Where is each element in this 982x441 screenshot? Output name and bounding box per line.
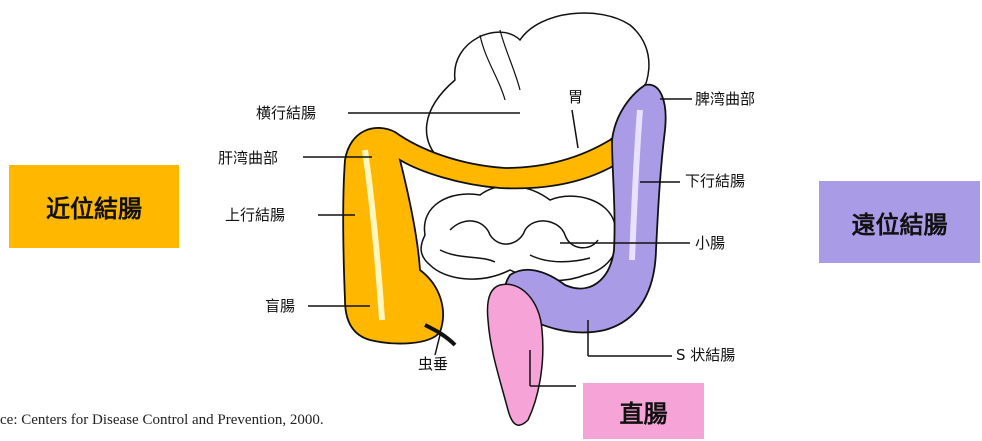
source-caption: ce: Centers for Disease Control and Prev… bbox=[0, 412, 324, 429]
distal-colon-box: 遠位結腸 bbox=[819, 181, 980, 263]
label-ascending-colon: 上行結腸 bbox=[225, 206, 285, 224]
label-hepatic-flexure: 肝湾曲部 bbox=[218, 149, 278, 167]
esophagus-outline bbox=[480, 30, 520, 100]
label-stomach: 胃 bbox=[568, 88, 583, 106]
label-sigmoid-colon: S 状結腸 bbox=[676, 346, 735, 364]
label-splenic-flexure: 脾湾曲部 bbox=[695, 90, 755, 108]
rectum-box: 直腸 bbox=[583, 383, 704, 439]
rectum-shape bbox=[488, 284, 543, 425]
label-small-intestine: 小腸 bbox=[695, 234, 725, 252]
label-cecum: 盲腸 bbox=[265, 297, 295, 315]
label-descending-colon: 下行結腸 bbox=[685, 172, 745, 190]
label-transverse-colon: 横行結腸 bbox=[256, 104, 316, 122]
small-intestine-shape bbox=[421, 186, 618, 281]
proximal-colon-box: 近位結腸 bbox=[9, 165, 179, 248]
label-appendix: 虫垂 bbox=[418, 355, 448, 373]
